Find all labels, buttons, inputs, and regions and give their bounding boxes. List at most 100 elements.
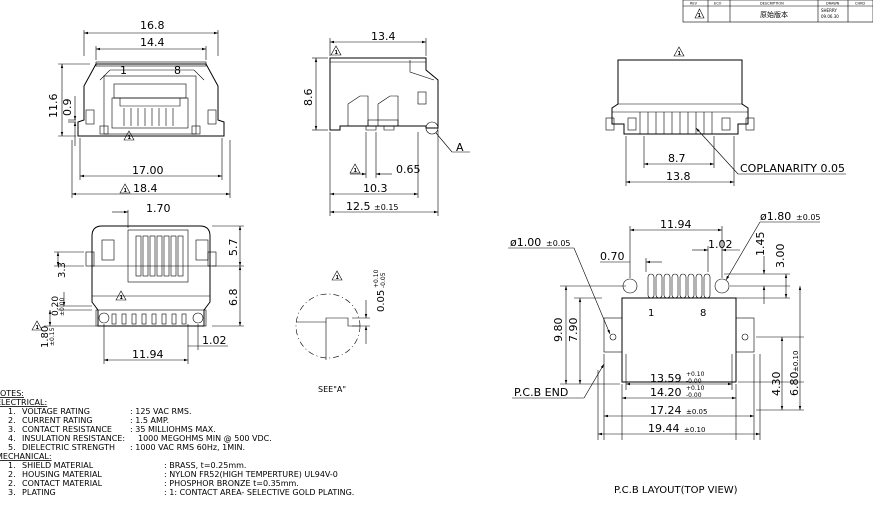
electrical-5-value: : 1000 VAC RMS 60Hz, 1MIN. [130,443,245,452]
svg-text:1: 1 [36,325,40,331]
pcb-dim-w2: 14.20 [650,386,682,399]
side-dim-small: 0.65 [396,163,421,176]
bottom-view: 1 1.70 5.7 6.8 3.3 0.20 ±0.00 1.80 ±0.15… [31,202,244,364]
detail-a-tol-minus: -0.05 [380,272,387,288]
pcb-dim-r2-tol: ±0.10 [792,351,800,372]
pcb-right-hole-tol: ±0.05 [796,213,821,222]
mechanical-4-num: 3. [8,488,16,497]
side-dim-warning-icon: 1 [349,163,361,174]
title-header-description: DESCRIPTION [760,2,784,6]
bottom-left-warning-icon: 1 [31,320,43,331]
bottom-dim-top-offset: 1.70 [146,202,171,215]
mechanical-3-name: CONTACT MATERIAL [22,479,103,488]
electrical-2-value: : 1.5 AMP. [130,416,169,425]
side-dim-mid: 10.3 [363,182,388,195]
pcb-layout-caption: P.C.B LAYOUT(TOP VIEW) [614,485,738,496]
front-dim-overall-width: 18.4 [133,182,158,195]
mechanical-2-num: 2. [8,470,16,479]
svg-text:1: 1 [128,135,132,141]
pcb-dim-w3-tol: ±0.05 [686,408,707,416]
detail-a-warning-icon: 1 [331,270,343,281]
pcb-dim-left-v1: 9.80 [552,318,565,343]
pcb-dim-w1: 13.59 [650,372,682,385]
front-warning-triangle-icon: 1 [123,130,135,141]
electrical-1-value: : 125 VAC RMS. [130,407,192,416]
notes-heading: NOTES: [0,389,24,398]
electrical-1-num: 1. [8,407,16,416]
pcb-dim-r1: 4.30 [770,372,783,397]
bottom-dim-right-lower: 6.8 [227,289,240,307]
electrical-4-num: 4. [8,434,16,443]
pcb-dim-w4-tol: ±0.10 [684,426,705,434]
svg-text:1: 1 [336,275,340,281]
svg-text:1: 1 [354,168,358,174]
front-dim-overall-warning-icon: 1 [119,183,131,194]
pcb-dim-pitch-span: 11.94 [660,218,692,231]
pcb-right-hole-dia: ø1.80 [760,210,791,223]
bottom-dim-left-small-tol: ±0.00 [59,297,66,316]
rear-warning-triangle-icon: 1 [673,46,685,57]
title-description: 原始版本 [760,10,788,19]
svg-text:1: 1 [698,13,702,19]
pcb-dim-w1-tol-minus: -0.00 [686,378,702,385]
mechanical-3-num: 2. [8,479,16,488]
mechanical-3-value: : PHOSPHOR BRONZE t=0.35mm. [164,479,299,488]
mechanical-1-name: SHIELD MATERIAL [22,461,94,470]
mechanical-1-value: : BRASS, t=0.25mm. [164,461,246,470]
electrical-4-name: INSULATION RESISTANCE: [22,434,125,443]
rear-dim-inner: 8.7 [668,152,686,165]
rear-view: 1 8.7 13.8 COPLANARITY 0.05 [605,46,846,186]
pcb-layout: 1 8 11.94 1.02 0.70 ø1.00 ±0.05 ø1.80 ±0… [508,210,821,496]
pcb-left-hole-dia: ø1.00 [510,236,541,249]
front-pin-8-label: 8 [174,64,181,77]
title-header-eco: ECO [714,2,722,6]
electrical-5-num: 5. [8,443,16,452]
title-header-rev: REV [690,2,698,6]
electrical-5-name: DIELECTRIC STRENGTH [22,443,115,452]
pcb-pin-8-label: 8 [700,308,706,319]
electrical-1-name: VOLTAGE RATING [22,407,90,416]
bottom-dim-left-lower-tol: ±0.15 [49,327,56,346]
pcb-dim-w2-tol-plus: +0.10 [686,385,705,392]
svg-text:1: 1 [120,295,124,301]
rear-dim-overall: 13.8 [666,170,691,183]
notes: NOTES: ELECTRICAL: 1. VOLTAGE RATING : 1… [0,389,354,497]
side-view: A 13.4 1 8.6 0.65 1 10.3 12.5 [302,30,470,216]
title-block: REV ECO DESCRIPTION DRAWN CHKD 1 原始版本 SH… [682,0,873,23]
side-dim-height: 8.6 [302,89,315,107]
title-date: 09.06.30 [821,14,839,19]
pcb-dim-w1-tol-plus: +0.10 [686,371,705,378]
side-detail-ref: A [456,141,464,154]
svg-text:1: 1 [124,188,128,194]
detail-a-caption: SEE"A" [318,385,346,394]
bottom-dim-left-small: 0.20 [51,296,61,316]
side-dim-overall-tol: ±0.15 [374,203,399,212]
pcb-dim-w3: 17.24 [650,404,682,417]
detail-a-tol-plus: +0.10 [373,269,380,288]
side-warning-triangle-icon: 1 [330,45,342,56]
bottom-dim-bottom-small: 1.02 [202,334,227,347]
title-drawn-by: SHERRY [821,8,837,13]
pcb-dim-v2: 3.00 [774,244,787,269]
pcb-dim-w4: 19.44 [648,422,680,435]
notes-electrical-heading: ELECTRICAL: [0,398,47,407]
title-header-drawn: DRAWN [826,2,840,6]
detail-a-dim: 0.05 [376,290,387,312]
bottom-dim-left-upper: 3.3 [57,262,68,278]
pcb-left-hole-tol: ±0.05 [546,239,571,248]
pcb-dim-w2-tol-minus: -0.00 [686,392,702,399]
front-dim-height: 11.6 [47,94,60,119]
electrical-3-name: CONTACT RESISTANCE [22,425,112,434]
side-dim-overall: 12.5 [346,200,371,213]
notes-mechanical-heading: MECHANICAL: [0,452,52,461]
front-dim-top-width: 16.8 [140,19,165,32]
mechanical-2-name: HOUSING MATERIAL [22,470,102,479]
pcb-dim-left-hole: 0.70 [600,250,625,263]
detail-a-view: 0.05 +0.10 -0.05 1 SEE"A" [295,269,387,394]
front-pin-1-label: 1 [120,64,127,77]
rear-coplanarity-label: COPLANARITY 0.05 [740,162,845,175]
title-header-chkd: CHKD [855,2,865,6]
pcb-dim-left-v2: 7.90 [567,318,580,343]
pcb-dim-v1: 1.45 [754,232,767,257]
